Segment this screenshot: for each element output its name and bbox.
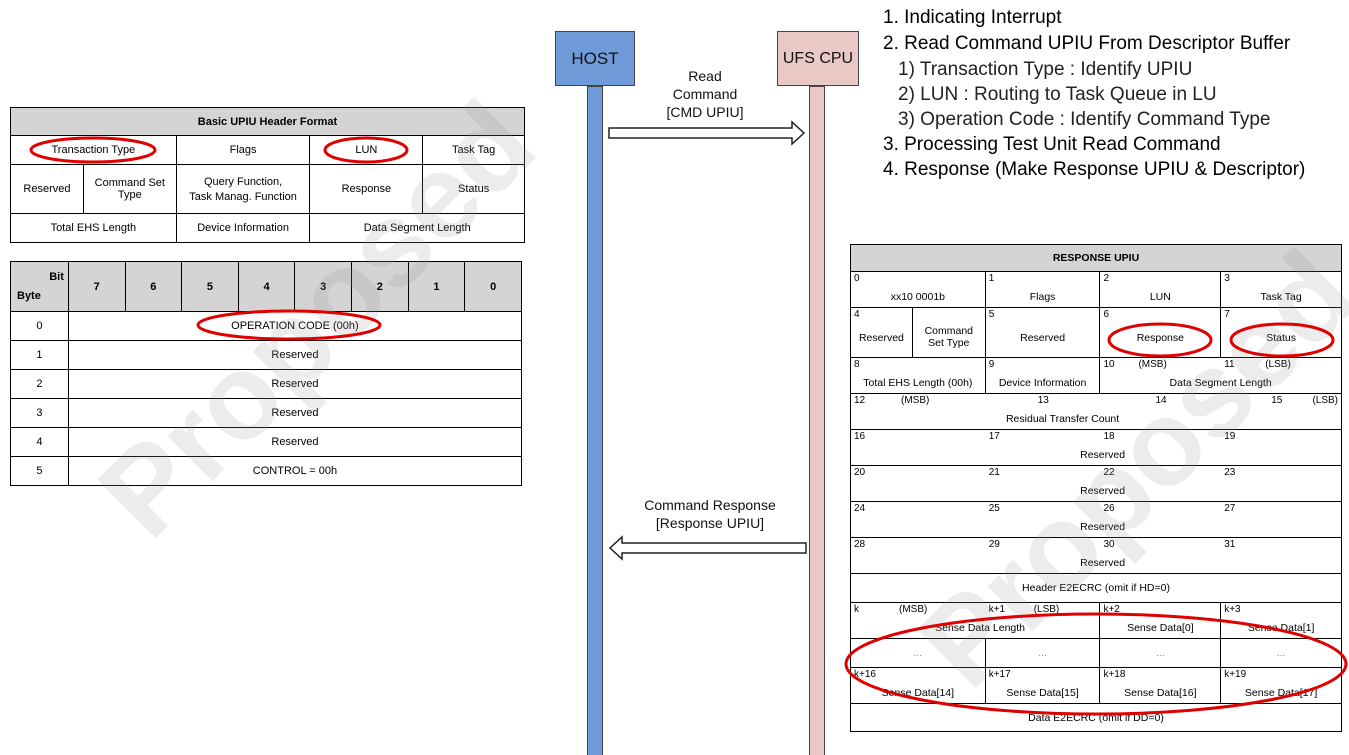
byte-content-cell: Reserved — [67, 398, 523, 428]
request-label: Read Command [CMD UPIU] — [666, 68, 744, 120]
resp-cell-30: 30 — [1099, 537, 1221, 574]
header-table-title: Basic UPIU Header Format — [10, 107, 525, 136]
ufs-cpu-box: UFS CPU — [777, 31, 859, 86]
header-e2ecrc-cell: Header E2ECRC (omit if HD=0) — [850, 573, 1342, 603]
response-arrow — [608, 535, 807, 561]
resp-cell-28: 28 — [850, 537, 986, 574]
lun-highlight — [323, 136, 409, 164]
control-cell: CONTROL = 00h — [67, 456, 523, 486]
step-2-sub-3: 3) Operation Code : Identify Command Typ… — [898, 109, 1271, 130]
resp-cell-27: 27 — [1220, 501, 1342, 538]
ufs-cpu-lifeline — [809, 86, 825, 755]
ellipsis-cell: ... — [1099, 638, 1222, 668]
command-set-type-cell: Command Set Type — [82, 164, 177, 214]
data-segment-length-cell: Data Segment Length — [309, 213, 525, 243]
step-2: 2. Read Command UPIU From Descriptor Buf… — [883, 33, 1291, 54]
step-2-sub-2: 2) LUN : Routing to Task Queue in LU — [898, 84, 1217, 105]
step-4: 4. Response (Make Response UPIU & Descri… — [883, 159, 1306, 180]
sense-data-highlight — [844, 612, 1348, 716]
device-information-cell: Device Information — [175, 213, 311, 243]
resp-cell-16: 16 — [850, 429, 986, 466]
step-3: 3. Processing Test Unit Read Command — [883, 134, 1221, 155]
host-lifeline — [587, 86, 603, 755]
task-tag-cell: Task Tag — [422, 135, 525, 165]
resp-cell-31: 31 — [1220, 537, 1342, 574]
request-arrow — [608, 120, 806, 146]
transaction-type-cell: Transaction Type — [10, 135, 177, 165]
host-box: HOST — [555, 31, 635, 86]
resp-cell-11: 11(LSB)Data Segment Length — [1170, 357, 1342, 394]
step-2-sub-1: 1) Transaction Type : Identify UPIU — [898, 59, 1193, 80]
byte-content-cell: Reserved — [67, 369, 523, 399]
transaction-type-highlight — [29, 136, 157, 164]
resp-cell-k1: k+1(LSB)Sense Data Length — [935, 602, 1101, 639]
total-ehs-length-cell: Total EHS Length — [10, 213, 177, 243]
response-cell: Response — [309, 164, 424, 214]
bit-0: 0 — [464, 261, 522, 312]
status-highlight — [1229, 322, 1335, 358]
operation-code-highlight — [196, 309, 382, 341]
basic-upiu-header-table: Basic UPIU Header Format Transaction Typ… — [10, 107, 525, 243]
bit-3: 3 — [294, 261, 352, 312]
response-table-title: RESPONSE UPIU — [850, 244, 1342, 272]
resp-cell-26: 26 — [1099, 501, 1221, 538]
resp-cell-12: 12(MSB) — [850, 393, 986, 430]
response-label: Command Response [Response UPIU] — [644, 497, 776, 531]
data-e2ecrc-cell: Data E2ECRC (omit if DD=0) — [850, 703, 1342, 732]
resp-cell-10: 10(MSB) — [1099, 357, 1221, 394]
step-1: 1. Indicating Interrupt — [883, 7, 1062, 28]
reserved-cell: Reserved — [10, 164, 84, 214]
resp-cell-22: 22 — [1099, 465, 1221, 502]
bit-byte-corner: Bit Byte — [10, 261, 69, 312]
flags-cell: Flags — [175, 135, 311, 165]
response-highlight — [1107, 322, 1213, 358]
bit-5: 5 — [181, 261, 239, 312]
byte-number: 5 — [10, 456, 69, 486]
